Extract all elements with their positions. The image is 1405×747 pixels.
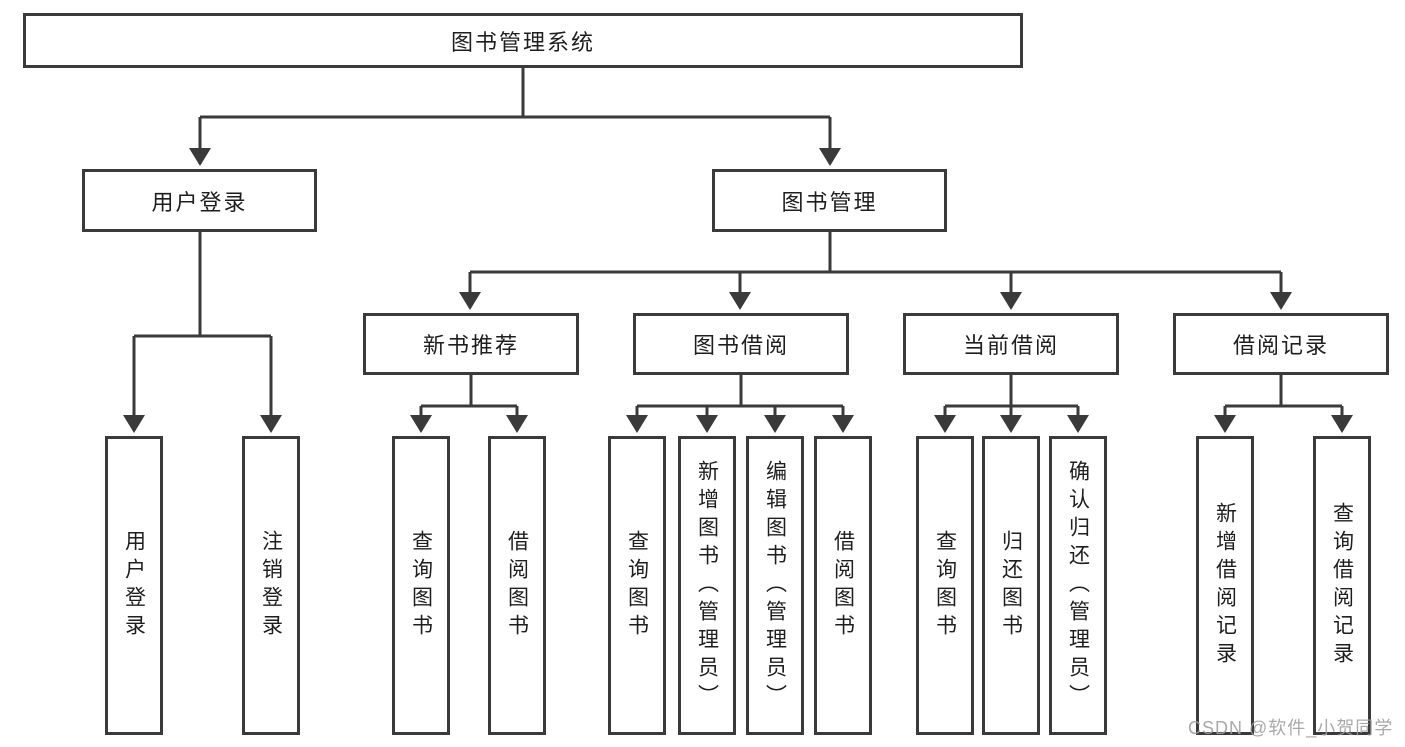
node-library-management-system: 图书管理系统 bbox=[23, 13, 1023, 68]
node-label: 当前借阅 bbox=[962, 333, 1059, 358]
node-label: 用户登录 bbox=[151, 189, 248, 215]
node-add-borrow-record: 新增借阅记录 bbox=[1196, 436, 1254, 735]
node-label: 查询图书 bbox=[409, 529, 433, 642]
node-confirm-return-admin: 确认归还（管理员） bbox=[1049, 436, 1107, 735]
node-label: 新增借阅记录 bbox=[1213, 501, 1237, 670]
node-book-borrow: 图书借阅 bbox=[633, 313, 849, 375]
node-new-book-recommend: 新书推荐 bbox=[363, 313, 579, 375]
node-borrow-books-recommend: 借阅图书 bbox=[488, 436, 546, 735]
node-edit-book-admin: 编辑图书（管理员） bbox=[746, 436, 804, 735]
node-borrow-books: 借阅图书 bbox=[814, 436, 872, 735]
node-label: 图书借阅 bbox=[692, 333, 789, 358]
node-book-management: 图书管理 bbox=[712, 169, 947, 232]
node-query-current-books: 查询图书 bbox=[916, 436, 974, 735]
node-add-book-admin: 新增图书（管理员） bbox=[678, 436, 736, 735]
node-label: 新书推荐 bbox=[422, 333, 519, 358]
node-label: 编辑图书（管理员） bbox=[763, 459, 787, 712]
node-label: 确认归还（管理员） bbox=[1066, 459, 1090, 712]
node-logout: 注销登录 bbox=[242, 436, 300, 735]
node-query-borrow-record: 查询借阅记录 bbox=[1313, 436, 1371, 735]
node-label: 归还图书 bbox=[999, 529, 1023, 642]
node-label: 借阅图书 bbox=[505, 529, 529, 642]
node-user-login: 用户登录 bbox=[82, 169, 317, 232]
node-query-books: 查询图书 bbox=[608, 436, 666, 735]
node-user-login-leaf: 用户登录 bbox=[105, 436, 163, 735]
node-current-borrow: 当前借阅 bbox=[903, 313, 1119, 375]
node-label: 新增图书（管理员） bbox=[695, 459, 719, 712]
node-label: 查询图书 bbox=[625, 529, 649, 642]
node-label: 注销登录 bbox=[259, 529, 283, 642]
node-label: 用户登录 bbox=[122, 529, 146, 642]
node-label: 借阅图书 bbox=[831, 529, 855, 642]
node-query-books-recommend: 查询图书 bbox=[392, 436, 450, 735]
node-return-book: 归还图书 bbox=[982, 436, 1040, 735]
node-label: 查询图书 bbox=[933, 529, 957, 642]
node-label: 图书管理 bbox=[781, 189, 878, 215]
node-label: 图书管理系统 bbox=[450, 29, 595, 55]
node-label: 借阅记录 bbox=[1232, 333, 1329, 358]
node-label: 查询借阅记录 bbox=[1330, 501, 1354, 670]
node-borrow-records: 借阅记录 bbox=[1173, 313, 1389, 375]
